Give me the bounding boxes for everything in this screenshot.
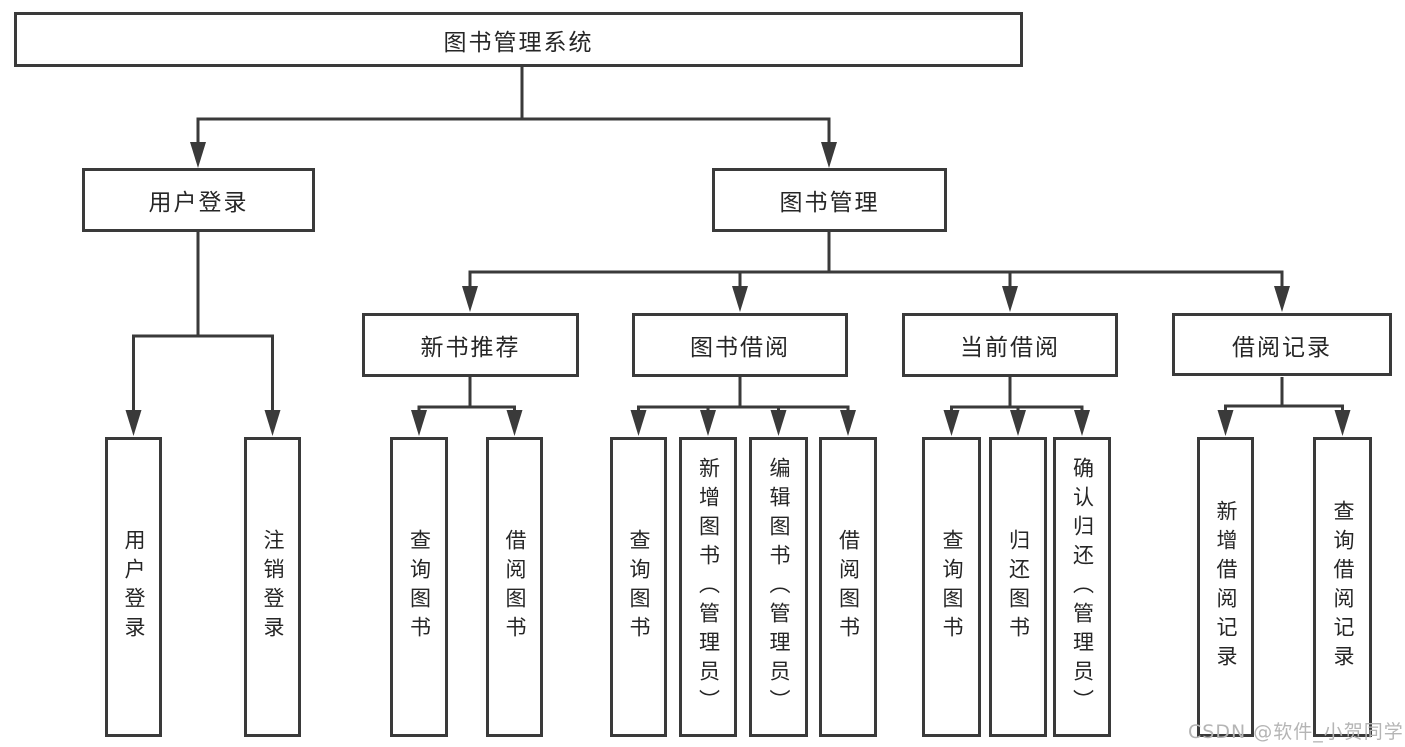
node-label: 查询图书	[407, 529, 432, 645]
connector-new-books-branch	[411, 377, 523, 436]
node-label: 查询借阅记录	[1331, 500, 1356, 674]
node-new-book-recommendation: 新书推荐	[362, 313, 579, 377]
node-label: 查询图书	[627, 529, 652, 645]
node-label: 查询图书	[940, 529, 965, 645]
node-label: 用户登录	[148, 190, 249, 216]
connector-book-borrowing-branch	[630, 377, 856, 436]
leaf-borrow-books: 借阅图书	[819, 437, 877, 737]
node-label: 当前借阅	[960, 335, 1060, 361]
node-label: 借阅记录	[1232, 334, 1332, 361]
connector-user-login-branch	[125, 232, 281, 436]
leaf-add-borrow-record: 新增借阅记录	[1197, 437, 1254, 737]
csdn-watermark: CSDN @软件_小贺同学	[1188, 721, 1404, 743]
node-label: 图书借阅	[690, 335, 790, 361]
connector-current-borrowing-branch	[943, 377, 1090, 436]
node-label: 图书管理	[779, 190, 880, 216]
leaf-query-books-current: 查询图书	[922, 437, 981, 737]
node-label: 新书推荐	[420, 335, 521, 361]
node-label: 新增借阅记录	[1214, 500, 1239, 674]
leaf-borrow-books-recommend: 借阅图书	[486, 437, 543, 737]
node-label: 用户登录	[122, 529, 147, 645]
node-current-borrowing: 当前借阅	[902, 313, 1118, 377]
node-book-borrowing: 图书借阅	[632, 313, 848, 377]
node-library-management-system: 图书管理系统	[14, 12, 1023, 67]
leaf-query-books-recommend: 查询图书	[390, 437, 448, 737]
connector-book-management-branch	[462, 232, 1290, 312]
node-label: 借阅图书	[836, 529, 861, 645]
leaf-query-borrow-record: 查询借阅记录	[1313, 437, 1372, 737]
node-label: 编辑图书（管理员）	[767, 456, 792, 718]
leaf-user-login: 用户登录	[105, 437, 162, 737]
leaf-confirm-return-admin: 确认归还（管理员）	[1053, 437, 1111, 737]
node-label: 借阅图书	[503, 529, 528, 645]
node-book-management: 图书管理	[712, 168, 947, 232]
leaf-logout: 注销登录	[244, 437, 301, 737]
node-label: 确认归还（管理员）	[1070, 456, 1095, 718]
node-label: 归还图书	[1006, 529, 1031, 645]
node-label: 图书管理系统	[443, 29, 594, 56]
connector-root	[190, 66, 837, 168]
connector-borrowing-records-branch	[1217, 377, 1351, 436]
node-label: 注销登录	[261, 529, 286, 645]
node-user-login: 用户登录	[82, 168, 315, 232]
node-label: 新增图书（管理员）	[696, 456, 721, 718]
leaf-query-books-borrowing: 查询图书	[610, 437, 667, 737]
leaf-edit-books-admin: 编辑图书（管理员）	[749, 437, 808, 737]
leaf-return-books: 归还图书	[989, 437, 1047, 737]
leaf-add-books-admin: 新增图书（管理员）	[679, 437, 737, 737]
node-borrowing-records: 借阅记录	[1172, 313, 1392, 376]
